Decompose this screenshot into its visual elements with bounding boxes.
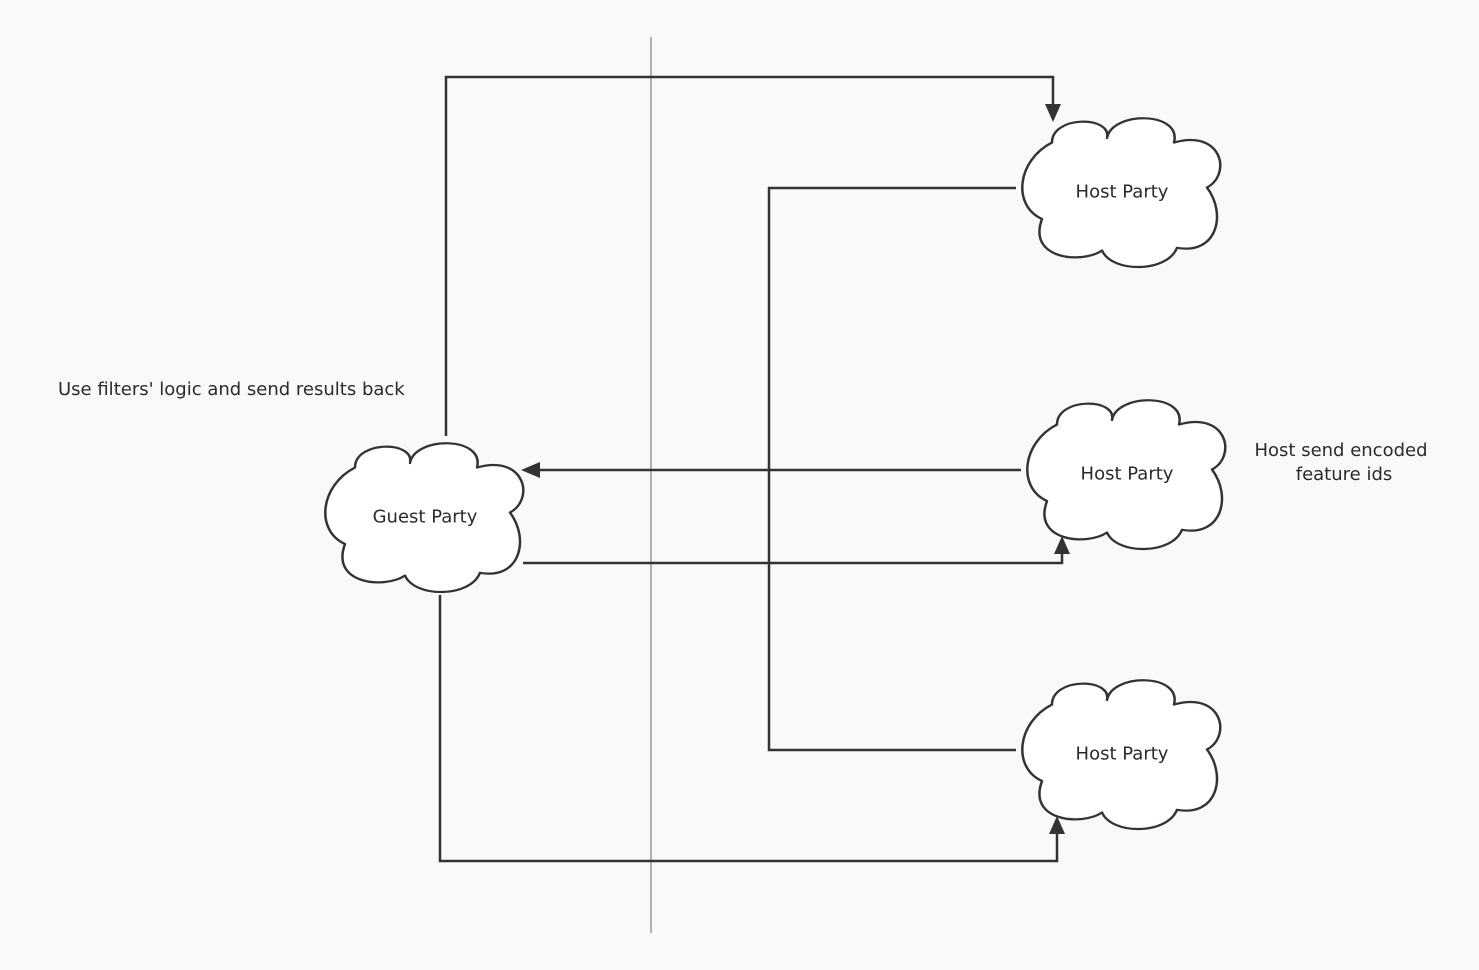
host-note-line2: feature ids [1296, 464, 1393, 485]
host-party-top-label: Host Party [1076, 182, 1169, 203]
host-note-line1: Host send encoded [1254, 440, 1427, 461]
edge-host-bottom-to-bus [767, 470, 1016, 752]
edge-guest-to-host-middle [523, 554, 1064, 565]
arrowhead-guest [521, 462, 540, 478]
arrowhead-host-bottom [1049, 816, 1065, 834]
edge-host-top-to-bus [767, 186, 1016, 470]
host-party-bottom-label: Host Party [1076, 744, 1169, 765]
guest-note-label: Use filters' logic and send results back [58, 379, 405, 400]
guest-party-label: Guest Party [373, 507, 478, 528]
arrowhead-host-middle [1054, 536, 1070, 554]
host-party-middle-label: Host Party [1081, 464, 1174, 485]
edge-guest-to-host-top [444, 75, 1055, 436]
arrowhead-host-top [1045, 104, 1061, 122]
edge-guest-to-host-bottom [438, 595, 1059, 863]
